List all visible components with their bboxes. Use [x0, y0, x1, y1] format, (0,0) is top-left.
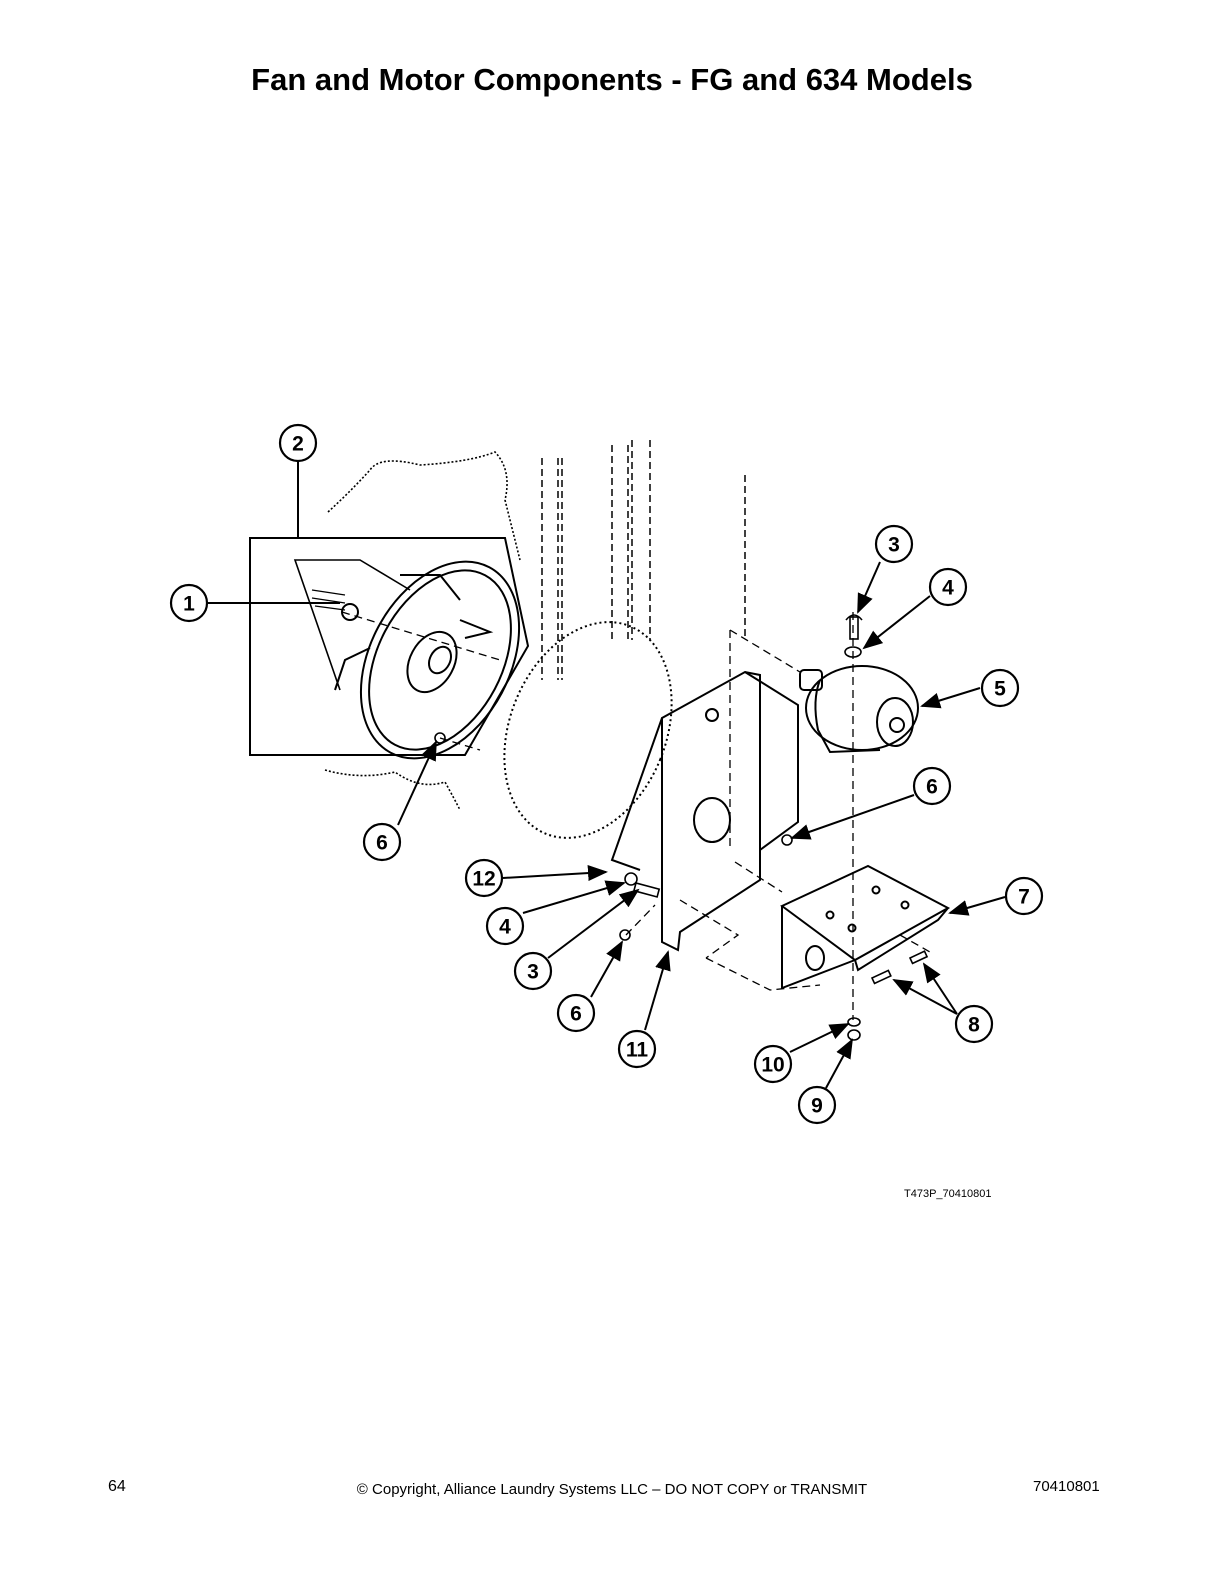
svg-text:6: 6 — [926, 776, 938, 799]
svg-text:9: 9 — [811, 1095, 823, 1118]
svg-text:8: 8 — [968, 1014, 980, 1037]
svg-text:7: 7 — [1018, 886, 1030, 909]
svg-text:4: 4 — [499, 916, 511, 939]
document-number: 70410801 — [1033, 1478, 1100, 1495]
svg-text:3: 3 — [527, 961, 539, 984]
page-title: Fan and Motor Components - FG and 634 Mo… — [251, 62, 973, 97]
callout-4: 4 — [928, 567, 968, 607]
frame-rails — [541, 440, 746, 680]
callout-3: 3 — [513, 951, 553, 991]
copyright-notice: © Copyright, Alliance Laundry Systems LL… — [356, 1481, 868, 1498]
callout-3: 3 — [874, 524, 914, 564]
cabinet-outline — [324, 451, 521, 811]
callout-12: 12 — [464, 858, 504, 898]
callout-11: 11 — [617, 1029, 657, 1069]
svg-text:2: 2 — [292, 433, 304, 456]
callout-2: 2 — [278, 423, 318, 463]
svg-text:1: 1 — [183, 593, 195, 616]
fan-wheel-inset — [249, 537, 530, 760]
figure-id: T473P_70410801 — [904, 1188, 992, 1200]
svg-text:3: 3 — [888, 534, 900, 557]
callout-6: 6 — [556, 993, 596, 1033]
fan-housing — [503, 621, 673, 839]
callout-6: 6 — [362, 822, 402, 862]
assembly-paths — [341, 611, 931, 1020]
svg-text:11: 11 — [626, 1039, 649, 1062]
motor-mount-plate — [610, 670, 799, 952]
leader-lines — [208, 462, 1006, 1089]
callout-9: 9 — [797, 1085, 837, 1125]
svg-text:12: 12 — [472, 868, 495, 891]
callout-1: 1 — [169, 583, 209, 623]
callout-4: 4 — [485, 906, 525, 946]
svg-text:10: 10 — [761, 1054, 784, 1077]
callout-8: 8 — [954, 1004, 994, 1044]
svg-text:6: 6 — [376, 832, 388, 855]
callout-6: 6 — [912, 766, 952, 806]
motor-base-bracket — [780, 864, 951, 990]
callout-10: 10 — [753, 1044, 793, 1084]
hardware — [434, 614, 929, 1041]
svg-text:5: 5 — [994, 678, 1006, 701]
page-number: 64 — [108, 1478, 126, 1495]
svg-text:4: 4 — [942, 577, 954, 600]
svg-text:6: 6 — [570, 1003, 582, 1026]
callout-5: 5 — [980, 668, 1020, 708]
motor — [799, 665, 919, 754]
callout-7: 7 — [1004, 876, 1044, 916]
